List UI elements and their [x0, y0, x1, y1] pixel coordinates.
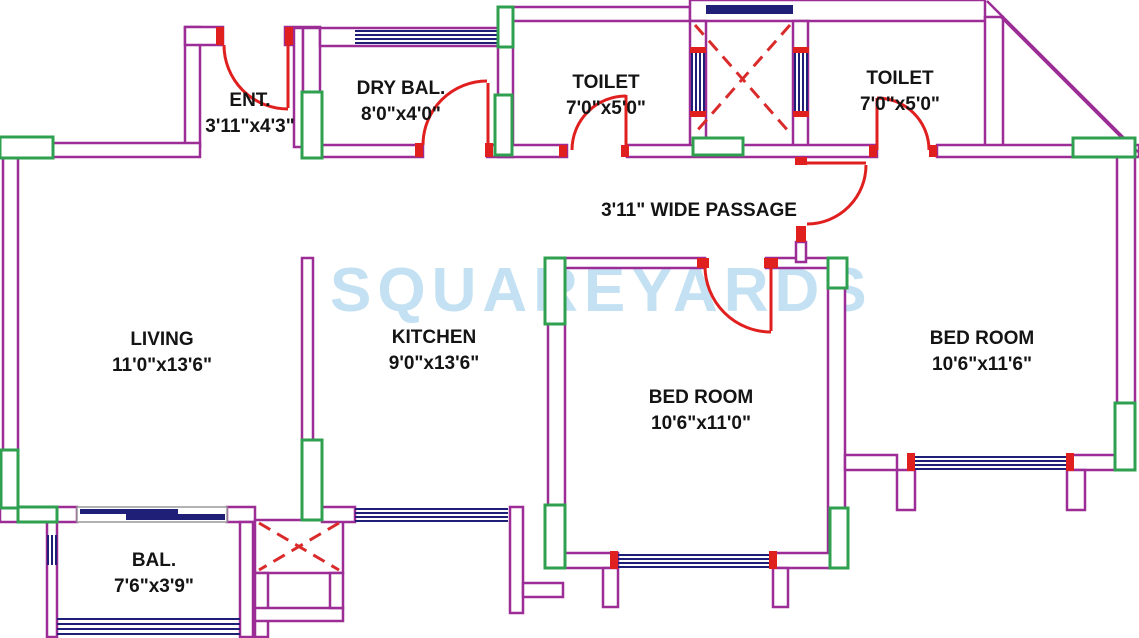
- column: [493, 93, 514, 157]
- label-kitchen: KITCHEN 9'0"x13'6": [329, 325, 539, 377]
- wall-kitchen-se-vert: [508, 505, 525, 615]
- door-toilet-1: [570, 94, 628, 151]
- wall-passage-north-a: [320, 143, 425, 159]
- wall-toilet1-top: [496, 5, 692, 23]
- door-drybal: [421, 79, 490, 146]
- duct-cross: [258, 521, 340, 572]
- room-dims: 10'6"x11'0": [651, 413, 751, 434]
- column: [691, 136, 745, 157]
- room-dims: 7'0"x5'0": [860, 94, 940, 115]
- column: [1113, 401, 1137, 472]
- room-name: 3'11" WIDE PASSAGE: [601, 200, 797, 221]
- wall-stub-bedmid-2: [771, 566, 790, 609]
- wall-stub-bedright-1: [895, 468, 917, 512]
- room-name: LIVING: [130, 329, 194, 350]
- columns: [0, 5, 1137, 570]
- column: [300, 90, 324, 160]
- sliding-window-living: [76, 506, 228, 523]
- column: [543, 256, 567, 326]
- shaft-cross: [693, 24, 792, 134]
- wall-bedright-south-a: [843, 453, 899, 472]
- room-name: BAL.: [131, 550, 177, 571]
- room-dims: 8'0"x4'0": [361, 104, 441, 125]
- diagonal-wall-outer: [986, 0, 1139, 153]
- column: [16, 505, 59, 524]
- wall-kitchen-se-horiz: [521, 581, 565, 599]
- window-bedright-south: [915, 456, 1070, 470]
- label-bedroom-right: BED ROOM 10'6"x11'6": [877, 326, 1087, 378]
- column: [826, 256, 849, 290]
- room-name: TOILET: [866, 68, 934, 89]
- room-dims: 9'0"x13'6": [388, 353, 480, 374]
- door-entrance: [222, 36, 290, 111]
- wall-passage-north-c: [625, 143, 879, 159]
- room-name: ENT.: [229, 90, 271, 111]
- shaft-top-beam: [706, 5, 793, 14]
- wall-stub-bedmid-1: [601, 566, 620, 609]
- door-bedmid: [703, 265, 773, 334]
- label-passage: 3'11" WIDE PASSAGE: [594, 198, 804, 224]
- wall-living-south-east: [225, 505, 257, 524]
- room-dims: 11'0"x13'6": [112, 355, 212, 376]
- room-name: DRY BAL.: [356, 78, 446, 99]
- wall-bedmid-south-b: [771, 551, 832, 570]
- balcony-railing: [57, 618, 240, 635]
- wall-bedrooms-north-a: [546, 256, 707, 270]
- wall-below-duct-south: [253, 606, 345, 623]
- wall-kitchen-south: [320, 505, 357, 524]
- room-dims: 7'0"x5'0": [566, 98, 646, 119]
- column: [828, 506, 850, 570]
- room-dims: 3'11"x4'3": [205, 116, 295, 137]
- label-entrance: ENT. 3'11"x4'3": [145, 88, 355, 140]
- diagonal-wall-inner: [1000, 16, 1135, 151]
- label-balcony: BAL. 7'6"x3'9": [49, 548, 259, 600]
- window-kitchen-south: [355, 508, 508, 522]
- column: [496, 5, 515, 49]
- wall-below-duct-east: [328, 571, 345, 610]
- wall-balcony-east: [238, 520, 255, 638]
- room-name: BED ROOM: [929, 328, 1035, 349]
- column: [1071, 136, 1137, 159]
- window-drybal-top: [355, 30, 497, 44]
- vent-shaft-east: [794, 52, 808, 112]
- door-bedright: [806, 161, 868, 226]
- door-toilet-2: [875, 96, 931, 151]
- windows: [47, 5, 1070, 635]
- window-balcony-west: [47, 535, 57, 565]
- label-toilet-1: TOILET 7'0"x5'0": [501, 70, 711, 122]
- wall-stub-bedright-2: [1065, 468, 1087, 512]
- room-name: TOILET: [572, 72, 640, 93]
- label-toilet-2: TOILET 7'0"x5'0": [795, 66, 1005, 118]
- column: [543, 503, 567, 570]
- doors: [216, 24, 1074, 572]
- label-living: LIVING 11'0"x13'6": [57, 327, 267, 379]
- column: [0, 135, 55, 160]
- room-name: KITCHEN: [391, 327, 477, 348]
- column: [0, 448, 20, 510]
- column: [300, 438, 324, 522]
- wall-bedright-east: [1115, 155, 1137, 405]
- room-name: BED ROOM: [648, 387, 754, 408]
- label-bedroom-middle: BED ROOM 10'6"x11'0": [596, 385, 806, 437]
- label-dry-balcony: DRY BAL. 8'0"x4'0": [296, 76, 506, 128]
- wall-passage-door-stub: [794, 240, 808, 264]
- room-dims: 10'6"x11'6": [932, 354, 1032, 375]
- window-bedmid-south: [618, 554, 773, 568]
- wall-bedmid-south-a: [558, 551, 620, 570]
- room-dims: 7'6"x3'9": [114, 576, 194, 597]
- vent-shaft-west: [691, 52, 705, 112]
